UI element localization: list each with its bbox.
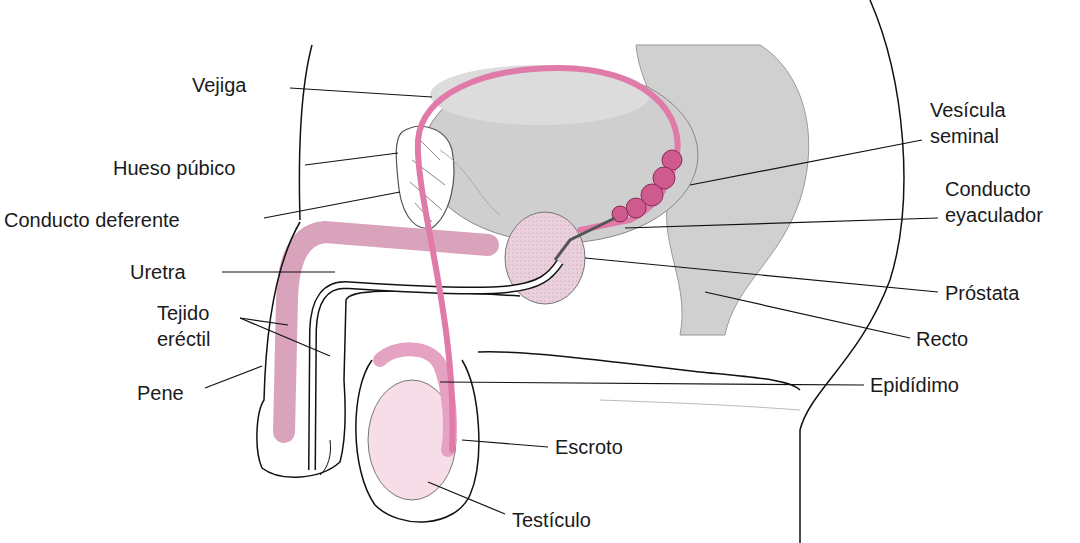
part-label: Tejido eréctil (157, 300, 237, 352)
part-label: Vesícula seminal (930, 97, 1045, 149)
part-label: Pene (137, 380, 184, 406)
part-label: Epidídimo (870, 372, 959, 398)
part-label: Conducto eyaculador (945, 176, 1070, 228)
part-label: Conducto deferente (4, 207, 180, 233)
part-label: Uretra (130, 259, 186, 285)
part-label: Hueso púbico (113, 155, 235, 181)
part-label: Próstata (945, 280, 1019, 306)
part-label: Escroto (555, 434, 623, 460)
part-label: Testículo (512, 507, 591, 533)
part-label: Vejiga (192, 72, 247, 98)
part-label: Recto (916, 326, 968, 352)
